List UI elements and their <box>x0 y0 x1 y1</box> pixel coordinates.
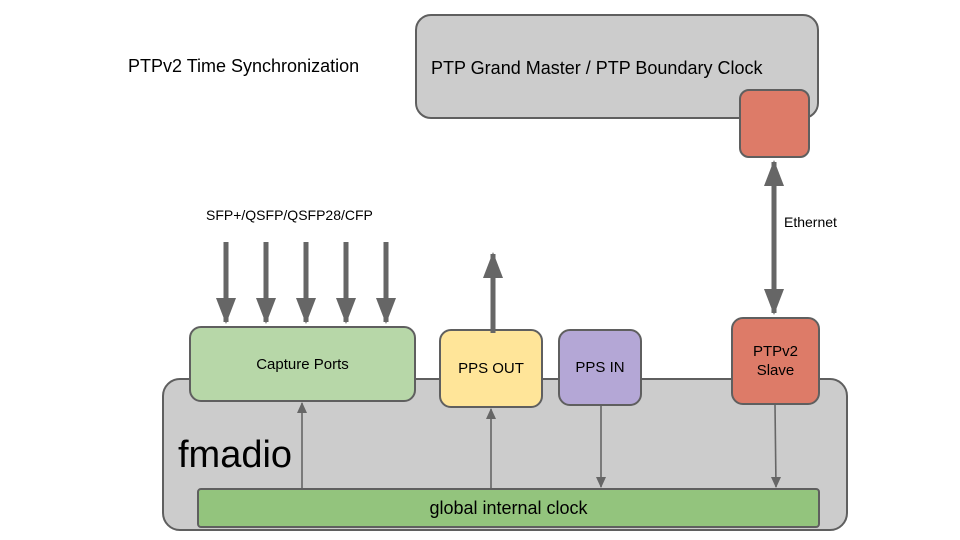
fmadio-label: fmadio <box>178 434 293 476</box>
pps-out-label: PPS OUT <box>458 360 524 377</box>
pps-out-box: PPS OUT <box>439 329 543 408</box>
ptp-slave-to-clock-arrow <box>771 404 781 488</box>
global-clock-label: global internal clock <box>429 497 588 518</box>
ethernet-label: Ethernet <box>784 214 837 230</box>
ptp-slave-box: PTPv2 Slave <box>731 317 820 405</box>
capture-ports-box: Capture Ports <box>189 326 416 402</box>
capture-ports-label: Capture Ports <box>256 355 349 373</box>
grand-master-label: PTP Grand Master / PTP Boundary Clock <box>431 58 763 78</box>
grand-master-port <box>739 89 810 158</box>
diagram-title: PTPv2 Time Synchronization <box>128 56 360 76</box>
input-ports-label: SFP+/QSFP/QSFP28/CFP <box>206 207 373 223</box>
pps-in-box: PPS IN <box>558 329 642 406</box>
pps-in-label: PPS IN <box>575 359 625 376</box>
global-clock-bar: global internal clock <box>197 488 820 528</box>
ptp-slave-label: PTPv2 Slave <box>752 343 798 379</box>
